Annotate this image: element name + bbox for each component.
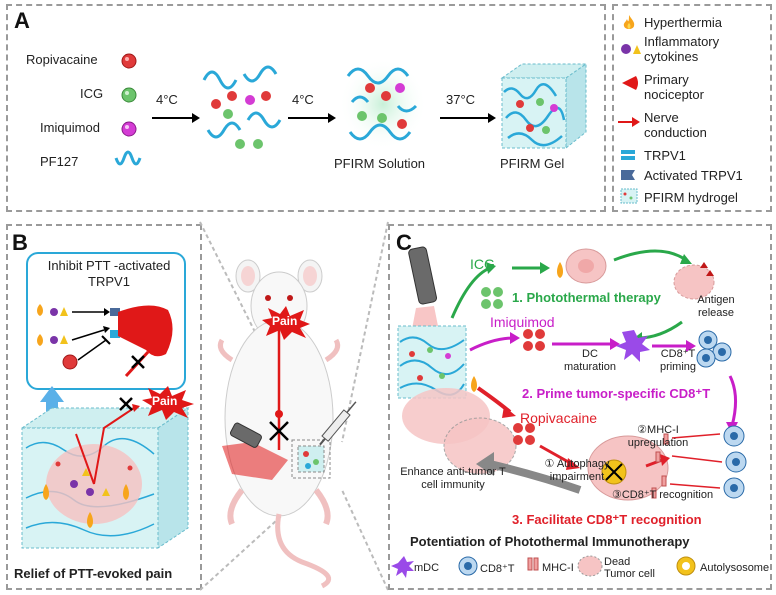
enhance-text: Enhance anti-tumor T cell immunity — [400, 466, 506, 491]
legend-mdc: mDC — [414, 562, 440, 574]
step2-text: 2. Prime tumor-specific CD8⁺T — [522, 386, 711, 401]
hydrogel-icon — [620, 188, 638, 204]
ropivacaine-label-c: Ropivacaine — [520, 410, 598, 426]
legend-autolysosome: Autolysosome — [700, 562, 770, 574]
step2-temp: 4°C — [292, 92, 314, 107]
dc-maturation-text: DC maturation — [564, 348, 616, 373]
panel-c-graphics — [391, 246, 747, 578]
step1-temp: 4°C — [156, 92, 178, 107]
cd8-recognition-text: ③CD8⁺T recognition — [612, 489, 714, 501]
pf127-label: PF127 — [40, 154, 79, 169]
antigen-release-text: Antigen release — [697, 294, 735, 319]
step3-temp: 37°C — [446, 92, 476, 107]
step3-arrow-icon — [440, 113, 496, 123]
step3-text: 3. Facilitate CD8⁺T recognition — [512, 512, 702, 527]
panel-a — [6, 4, 606, 212]
nociceptor-icon — [622, 76, 638, 90]
inhibit-title: Inhibit PTT -activated TRPV1 — [47, 258, 171, 289]
legend-cytokines: Inflammatory cytokines — [644, 34, 720, 64]
legend-panel — [612, 4, 772, 212]
step1-text: 1. Photothermal therapy — [512, 290, 661, 305]
panel-c-label: C — [396, 230, 412, 255]
pfirm-gel-cube — [500, 63, 588, 150]
panel-c-title: Potentiation of Photothermal Immunothera… — [410, 534, 690, 549]
mouse-illustration — [217, 259, 357, 589]
icg-sphere-icon — [121, 87, 137, 103]
pf127-polymer-icon — [114, 150, 142, 166]
nerve-arrow-icon — [618, 117, 640, 127]
ropivacaine-sphere-icon — [121, 53, 137, 69]
autophagy-text: ① Autophagy impairment — [544, 458, 610, 483]
legend-cd8t: CD8⁺T — [480, 563, 515, 575]
legend-nerve: Nerve conduction — [644, 110, 707, 140]
pfirm-solution-label: PFIRM Solution — [334, 156, 426, 171]
trpv1-icon — [621, 150, 635, 160]
panel-a-label: A — [14, 8, 30, 33]
panel-b-label: B — [12, 230, 28, 255]
panel-b-tissue — [20, 404, 190, 549]
panel-c — [388, 224, 772, 590]
pain-burst-mouse — [262, 306, 310, 340]
step1-arrow-icon — [152, 113, 200, 123]
blocked-x-icon — [119, 397, 133, 411]
panel-b-caption: Relief of PTT-evoked pain — [14, 566, 173, 581]
imiquimod-label: Imiquimod — [40, 120, 100, 135]
cd8-priming-text: CD8⁺T priming — [659, 348, 697, 373]
pain-label-b: Pain — [152, 394, 178, 408]
cytokine-icon — [621, 44, 641, 54]
legend-trpv1: TRPV1 — [644, 148, 686, 163]
mixture-illustration — [202, 65, 282, 149]
pain-burst-b — [142, 386, 194, 420]
imiquimod-sphere-icon — [121, 121, 137, 137]
inhibit-mechanism — [37, 304, 173, 378]
pfirm-gel-label: PFIRM Gel — [500, 156, 565, 171]
mhc-upregulation-text: ②MHC-I upregulation — [627, 424, 689, 449]
panel-b — [6, 224, 202, 590]
legend-activated-trpv1: Activated TRPV1 — [644, 168, 743, 183]
icg-label: ICG — [80, 86, 104, 101]
step2-arrow-icon — [288, 113, 336, 123]
legend-mhc: MHC-I — [542, 562, 574, 574]
legend-hydrogel: PFIRM hydrogel — [644, 190, 738, 205]
legend-dead-tumor: Dead Tumor cell — [604, 556, 655, 580]
ropivacaine-label: Ropivacaine — [26, 52, 98, 67]
pfirm-solution-illustration — [339, 58, 427, 150]
pain-label-mouse: Pain — [272, 314, 298, 328]
imiquimod-label-c: Imiquimod — [490, 314, 555, 330]
legend-hyperthermia: Hyperthermia — [644, 15, 723, 30]
icg-label-c: ICG — [470, 256, 495, 272]
flame-icon — [623, 15, 635, 29]
activated-trpv1-icon — [621, 170, 635, 180]
legend-nociceptor: Primary nociceptor — [644, 72, 704, 102]
